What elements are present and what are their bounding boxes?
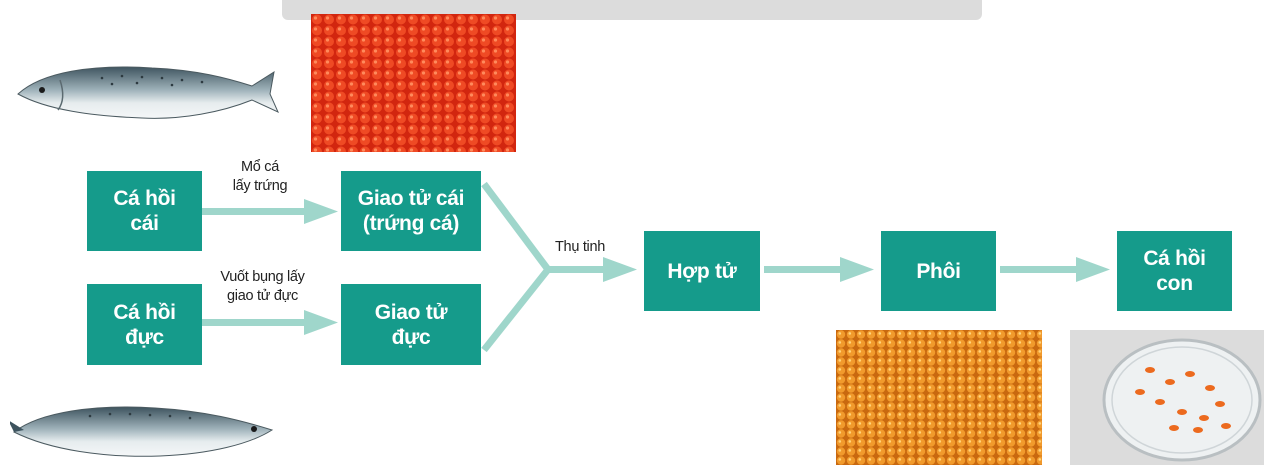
female-salmon-node: Cá hồi cái: [87, 171, 202, 251]
embryo-node: Phôi: [881, 231, 996, 311]
zygote-node: Hợp tử: [644, 231, 760, 311]
fertilization-label: Thụ tinh: [540, 238, 620, 257]
male-salmon-node: Cá hồi đực: [87, 284, 202, 365]
female-edge-label: Mổ cá lấy trứng: [205, 158, 315, 196]
female-gamete-node: Giao tử cái (trứng cá): [341, 171, 481, 251]
male-gamete-node: Giao tử đực: [341, 284, 481, 365]
young-salmon-node: Cá hồi con: [1117, 231, 1232, 311]
male-edge-label: Vuốt bụng lấy giao tử đực: [195, 268, 330, 306]
